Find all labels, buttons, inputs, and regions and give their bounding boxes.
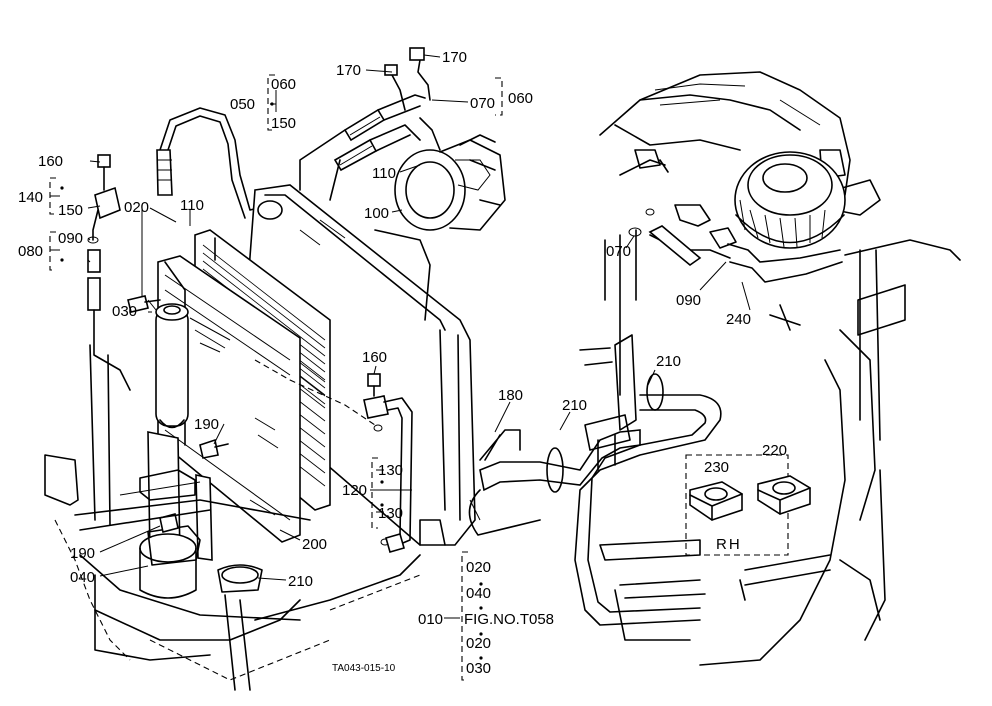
drawing-number: TA043-015-10 (332, 663, 396, 674)
bolt-020 (127, 295, 161, 313)
label-110-left: 110 (180, 197, 204, 214)
callout-labels: 170 170 060 150 050 070 060 160 140 150 … (18, 49, 787, 677)
label-190-top: 190 (194, 416, 219, 433)
label-130-bottom: 130 (378, 505, 403, 522)
label-060-group: 060 (271, 76, 296, 93)
label-rh: RH (716, 536, 742, 553)
leader-lines (50, 54, 751, 619)
label-fig-no: FIG.NO.T058 (464, 611, 554, 628)
label-130-top: 130 (378, 462, 403, 479)
left-fitting-stack (87, 154, 131, 391)
label-210-middle: 210 (562, 397, 587, 414)
callout-brackets (49, 74, 503, 681)
air-cleaner (734, 151, 846, 249)
label-160-middle: 160 (362, 349, 387, 366)
label-150-left: 150 (58, 202, 83, 219)
rh-box (685, 454, 811, 556)
discharge-hose (156, 107, 273, 219)
label-220: 220 (762, 442, 787, 459)
label-210-right: 210 (656, 353, 681, 370)
label-180: 180 (498, 387, 523, 404)
label-040-stack: 040 (466, 585, 491, 602)
label-170-left: 170 (336, 62, 361, 79)
liquid-line (363, 373, 413, 553)
label-080: 080 (18, 243, 43, 260)
compressor (394, 134, 506, 231)
engine-frame (604, 229, 961, 666)
label-030-stack: 030 (466, 660, 491, 677)
label-020-top: 020 (124, 199, 149, 216)
label-030: 030 (112, 303, 137, 320)
label-060-right: 060 (508, 90, 533, 107)
clamp-bracket-middle (579, 334, 637, 471)
receiver-drier (147, 299, 189, 429)
label-090-right: 090 (676, 292, 701, 309)
label-050: 050 (230, 96, 255, 113)
hose-loop-right (574, 394, 722, 641)
label-120: 120 (342, 482, 367, 499)
label-100: 100 (364, 205, 389, 222)
label-020-stack-b: 020 (466, 635, 491, 652)
label-020-stack: 020 (466, 559, 491, 576)
label-230: 230 (704, 459, 729, 476)
front-screen (157, 255, 301, 543)
label-070-right: 070 (606, 243, 631, 260)
label-240: 240 (726, 311, 751, 328)
label-140: 140 (18, 189, 43, 206)
stack-dots (60, 102, 483, 660)
bolt-190 (199, 438, 229, 459)
lower-left-frame (44, 344, 421, 691)
label-210-bottom: 210 (288, 573, 313, 590)
bolt-190b (159, 513, 179, 533)
leader-hidden-line (254, 359, 376, 426)
label-190-bottom: 190 (70, 545, 95, 562)
label-200: 200 (302, 536, 327, 553)
label-150-group: 150 (271, 115, 296, 132)
label-010: 010 (418, 611, 443, 628)
engine-outline (599, 71, 881, 231)
label-160-left: 160 (38, 153, 63, 170)
label-070-top: 070 (470, 95, 495, 112)
hose-fitting-engine (619, 149, 843, 283)
label-090-left: 090 (58, 230, 83, 247)
label-040: 040 (70, 569, 95, 586)
compressor-hoses (299, 47, 441, 201)
label-110-top: 110 (372, 165, 396, 182)
label-170-right: 170 (442, 49, 467, 66)
